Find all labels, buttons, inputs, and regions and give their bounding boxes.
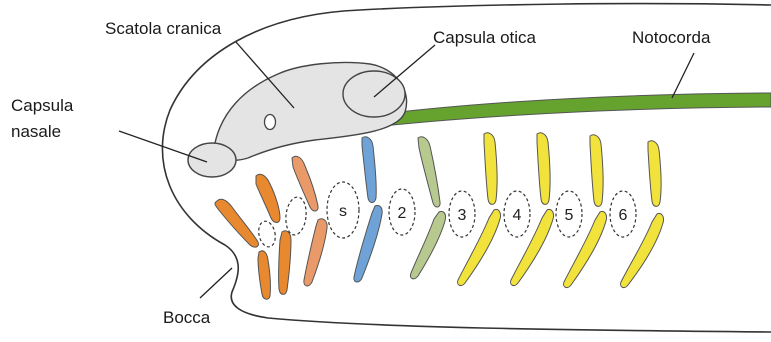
arch-7-upper bbox=[537, 133, 550, 205]
gill-label-5: 5 bbox=[565, 207, 574, 224]
arch-1-upper bbox=[215, 199, 258, 247]
label-capsula-nasale-line1: Capsula bbox=[11, 96, 74, 115]
arch-6-upper bbox=[484, 133, 497, 205]
leader-bocca bbox=[200, 268, 232, 298]
arch-5-upper bbox=[418, 137, 440, 207]
gill-slit-small bbox=[256, 220, 277, 249]
arch-5-lower bbox=[411, 211, 446, 278]
body-outline bbox=[162, 4, 771, 332]
gill-label-4: 4 bbox=[513, 207, 522, 224]
label-bocca: Bocca bbox=[163, 308, 211, 327]
gill-label-2: 2 bbox=[398, 205, 407, 222]
gill-label-s: s bbox=[339, 203, 347, 220]
leader-notocorda bbox=[672, 53, 694, 98]
label-capsula-nasale-line2: nasale bbox=[11, 122, 61, 141]
label-scatola-cranica: Scatola cranica bbox=[105, 19, 222, 38]
arch-1-lower bbox=[258, 251, 270, 299]
arch-2-upper bbox=[256, 174, 280, 222]
arch-8-upper bbox=[590, 135, 603, 207]
gill-label-3: 3 bbox=[458, 207, 467, 224]
gill-slit-medium bbox=[284, 196, 308, 236]
braincase-opening bbox=[265, 115, 276, 130]
label-capsula-otica: Capsula otica bbox=[433, 28, 537, 47]
arch-9-upper bbox=[648, 141, 661, 207]
nasal-capsule bbox=[188, 143, 236, 177]
arch-2-lower bbox=[279, 231, 291, 295]
arch-3-lower bbox=[304, 219, 327, 286]
gill-label-6: 6 bbox=[619, 207, 628, 224]
label-notocorda: Notocorda bbox=[632, 28, 711, 47]
arch-4-upper bbox=[362, 137, 376, 203]
